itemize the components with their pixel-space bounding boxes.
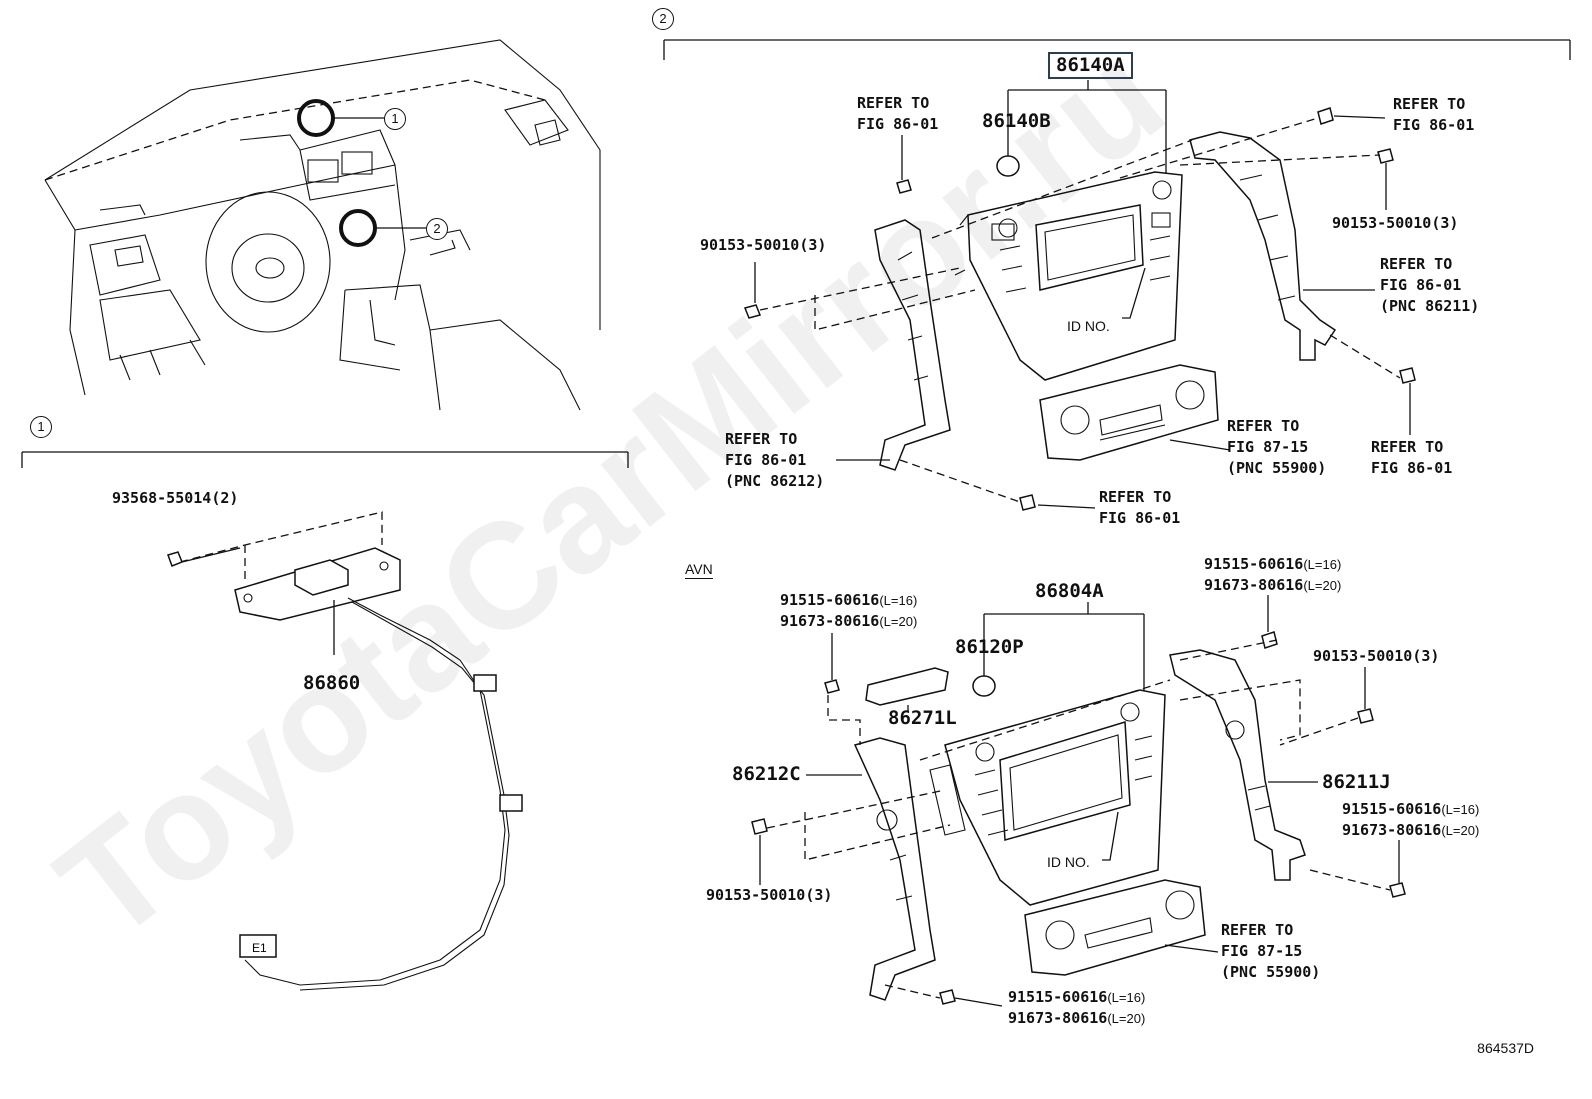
callout-marker-one (297, 99, 335, 137)
refer-line2: FIG 86-01 (1380, 276, 1462, 294)
refer-line1: REFER TO (725, 430, 798, 448)
length-note: (L=20) (1441, 823, 1480, 838)
headunit-avn-drawing (751, 595, 1406, 1007)
headunit-upper-drawing (743, 80, 1416, 511)
length-note: (L=20) (1107, 1011, 1146, 1026)
refer-note-climate-upper: REFER TO FIG 87-15 (PNC 55900) (1227, 416, 1326, 479)
refer-note-bracket-left: REFER TO FIG 86-01 (PNC 86212) (725, 429, 824, 492)
length-note: (L=20) (1303, 578, 1342, 593)
dashboard-illustration (44, 39, 601, 411)
refer-note-screw-right: REFER TO FIG 86-01 (1371, 437, 1452, 479)
avn-label: AVN (685, 561, 713, 579)
callout-two-dashboard: 2 (426, 218, 448, 240)
screw-line-a: 91515-60616(L=16) (780, 590, 917, 611)
refer-note-screw-bottom: REFER TO FIG 86-01 (1099, 487, 1180, 529)
part-number: 91673-80616 (1342, 821, 1442, 839)
screw-line-a: 91515-60616(L=16) (1008, 987, 1145, 1008)
section-one-bracket-line (21, 451, 629, 468)
length-note: (L=16) (1441, 802, 1480, 817)
part-86140B: 86140B (982, 110, 1051, 132)
refer-line1: REFER TO (1380, 255, 1453, 273)
module-86860-drawing: E1 (167, 511, 523, 991)
screw-note-right: 91515-60616(L=16) 91673-80616(L=20) (1342, 799, 1479, 841)
part-86271L: 86271L (888, 707, 957, 729)
refer-line2: FIG 86-01 (857, 115, 939, 133)
refer-line3: (PNC 55900) (1227, 459, 1327, 477)
refer-line3: (PNC 86211) (1380, 297, 1480, 315)
part-number: 91515-60616 (1008, 988, 1108, 1006)
refer-line1: REFER TO (1227, 417, 1300, 435)
part-number: 91515-60616 (1342, 800, 1442, 818)
screw-note-bottom: 91515-60616(L=16) 91673-80616(L=20) (1008, 987, 1145, 1029)
refer-line2: FIG 86-01 (1099, 509, 1181, 527)
id-no-label-avn: ID NO. (1047, 854, 1090, 870)
part-86860: 86860 (303, 672, 361, 694)
screw-line-b: 91673-80616(L=20) (780, 611, 917, 632)
length-note: (L=20) (879, 614, 918, 629)
screw-line-b: 91673-80616(L=20) (1204, 575, 1341, 596)
refer-line1: REFER TO (1221, 921, 1294, 939)
part-90153-50010-avn-right: 90153-50010(3) (1313, 647, 1440, 665)
part-number: 91515-60616 (780, 591, 880, 609)
part-86140A: 86140A (1048, 52, 1133, 79)
id-no-label-upper: ID NO. (1067, 318, 1110, 334)
callout-one-dashboard: 1 (384, 108, 406, 130)
refer-note-upper-right: REFER TO FIG 86-01 (1393, 94, 1474, 136)
callout-one-header: 1 (30, 416, 52, 438)
part-90153-50010-avn-left: 90153-50010(3) (706, 886, 833, 904)
part-86212C: 86212C (732, 763, 801, 785)
part-86211J: 86211J (1322, 771, 1391, 793)
refer-line3: (PNC 55900) (1221, 963, 1321, 981)
refer-line1: REFER TO (857, 94, 930, 112)
length-note: (L=16) (1303, 557, 1342, 572)
length-note: (L=16) (879, 593, 918, 608)
refer-note-upper-left: REFER TO FIG 86-01 (857, 93, 938, 135)
refer-line2: FIG 87-15 (1221, 942, 1303, 960)
refer-line2: FIG 86-01 (1371, 459, 1453, 477)
screw-line-a: 91515-60616(L=16) (1342, 799, 1479, 820)
refer-line1: REFER TO (1371, 438, 1444, 456)
callout-marker-two (339, 209, 377, 247)
part-86120P: 86120P (955, 636, 1024, 658)
part-number: 91673-80616 (780, 612, 880, 630)
refer-line2: FIG 86-01 (725, 451, 807, 469)
screw-line-b: 91673-80616(L=20) (1008, 1008, 1145, 1029)
refer-line3: (PNC 86212) (725, 472, 825, 490)
svg-text:E1: E1 (252, 941, 267, 955)
refer-line2: FIG 86-01 (1393, 116, 1475, 134)
part-86804A: 86804A (1035, 580, 1104, 602)
screw-note-top-left: 91515-60616(L=16) 91673-80616(L=20) (780, 590, 917, 632)
part-number: 91515-60616 (1204, 555, 1304, 573)
refer-note-climate-avn: REFER TO FIG 87-15 (PNC 55900) (1221, 920, 1320, 983)
refer-line1: REFER TO (1393, 95, 1466, 113)
screw-line-a: 91515-60616(L=16) (1204, 554, 1341, 575)
part-90153-50010-upper-right: 90153-50010(3) (1332, 214, 1459, 232)
drawing-code: 864537D (1477, 1040, 1534, 1056)
screw-line-b: 91673-80616(L=20) (1342, 820, 1479, 841)
callout-two-header: 2 (652, 8, 674, 30)
part-number: 91673-80616 (1204, 576, 1304, 594)
length-note: (L=16) (1107, 990, 1146, 1005)
refer-line2: FIG 87-15 (1227, 438, 1309, 456)
section-two-bracket-line (663, 39, 1571, 60)
part-90153-50010-upper-left: 90153-50010(3) (700, 236, 827, 254)
screw-note-top-right: 91515-60616(L=16) 91673-80616(L=20) (1204, 554, 1341, 596)
part-number: 91673-80616 (1008, 1009, 1108, 1027)
refer-note-bracket-right: REFER TO FIG 86-01 (PNC 86211) (1380, 254, 1479, 317)
part-93568-55014: 93568-55014(2) (112, 489, 239, 507)
refer-line1: REFER TO (1099, 488, 1172, 506)
